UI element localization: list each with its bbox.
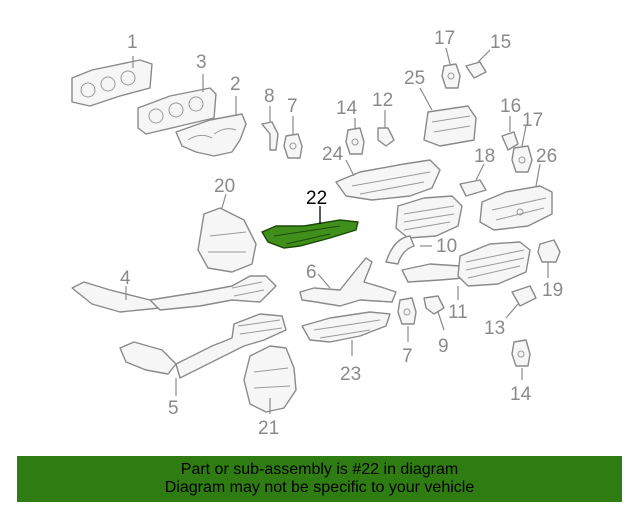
part-16-bracket[interactable]: [501, 116, 519, 151]
part-20-heat-insulator[interactable]: [197, 193, 257, 273]
part-18-bracket[interactable]: [459, 163, 487, 197]
part-15-clip[interactable]: [465, 49, 491, 79]
part-12-clamp[interactable]: [377, 110, 395, 147]
part-2-exhaust-manifold[interactable]: [175, 96, 247, 157]
callout-4: 4: [120, 268, 131, 289]
exhaust-parts-diagram: 1 3 2 8 7 14 12: [71, 28, 563, 439]
callout-9: 9: [438, 336, 449, 357]
callout-20: 20: [214, 176, 235, 197]
callout-3: 3: [196, 52, 207, 73]
part-26-heat-shield[interactable]: [479, 163, 553, 231]
callout-11: 11: [448, 302, 468, 323]
callout-19: 19: [542, 280, 563, 301]
part-1-gasket[interactable]: [71, 56, 153, 107]
part-3-gasket[interactable]: [137, 74, 217, 135]
part-17-insulator-top[interactable]: [441, 47, 461, 89]
callout-17-top: 17: [434, 28, 455, 49]
callout-26: 26: [536, 146, 557, 167]
callout-21: 21: [258, 418, 279, 439]
part-8-bracket[interactable]: [261, 106, 279, 151]
callout-24: 24: [322, 144, 344, 165]
part-22-heat-shield-highlighted[interactable]: [260, 206, 359, 249]
callout-25: 25: [404, 68, 425, 89]
info-banner: Part or sub-assembly is #22 in diagram D…: [17, 456, 622, 502]
callout-13: 13: [484, 318, 505, 339]
banner-line-part: Part or sub-assembly is #22 in diagram: [180, 461, 459, 478]
part-4-front-pipe[interactable]: [71, 275, 277, 313]
part-13-bracket[interactable]: [505, 285, 537, 319]
callout-1: 1: [127, 32, 138, 53]
part-7-hanger-bottom[interactable]: [397, 297, 417, 342]
callout-7-bottom: 7: [402, 346, 413, 367]
part-17-insulator-right[interactable]: [511, 125, 533, 173]
part-10-center-muffler[interactable]: [385, 195, 463, 265]
callout-12: 12: [372, 90, 393, 111]
callout-16: 16: [500, 96, 521, 117]
part-14-insulator-top[interactable]: [345, 118, 365, 155]
part-11-main-muffler[interactable]: [401, 241, 531, 300]
part-14-insulator-bottom[interactable]: [511, 339, 531, 380]
part-5-front-pipe[interactable]: [119, 313, 287, 396]
part-19-tailpipe-tip[interactable]: [537, 239, 561, 278]
callout-8: 8: [264, 86, 275, 107]
callout-2: 2: [230, 74, 241, 95]
part-9-clip[interactable]: [423, 295, 445, 331]
part-6-y-pipe[interactable]: [299, 257, 397, 307]
callout-6: 6: [306, 262, 317, 283]
callout-23: 23: [340, 364, 361, 385]
callout-10: 10: [436, 236, 457, 257]
callout-22: 22: [306, 188, 327, 209]
callout-14-bottom: 14: [510, 384, 532, 405]
part-7-hanger-top[interactable]: [283, 116, 303, 159]
callout-17-right: 17: [522, 110, 543, 131]
callout-7-top: 7: [287, 96, 298, 117]
banner-line-disclaimer: Diagram may not be specific to your vehi…: [164, 479, 475, 496]
callout-15: 15: [490, 32, 511, 53]
callout-18: 18: [474, 146, 495, 167]
part-25-heat-shield[interactable]: [419, 87, 477, 147]
part-21-heat-insulator[interactable]: [243, 345, 297, 414]
callout-5: 5: [168, 398, 179, 419]
part-24-heat-shield[interactable]: [335, 159, 441, 201]
callout-14-top: 14: [336, 98, 358, 119]
part-23-heat-shield[interactable]: [301, 311, 391, 356]
